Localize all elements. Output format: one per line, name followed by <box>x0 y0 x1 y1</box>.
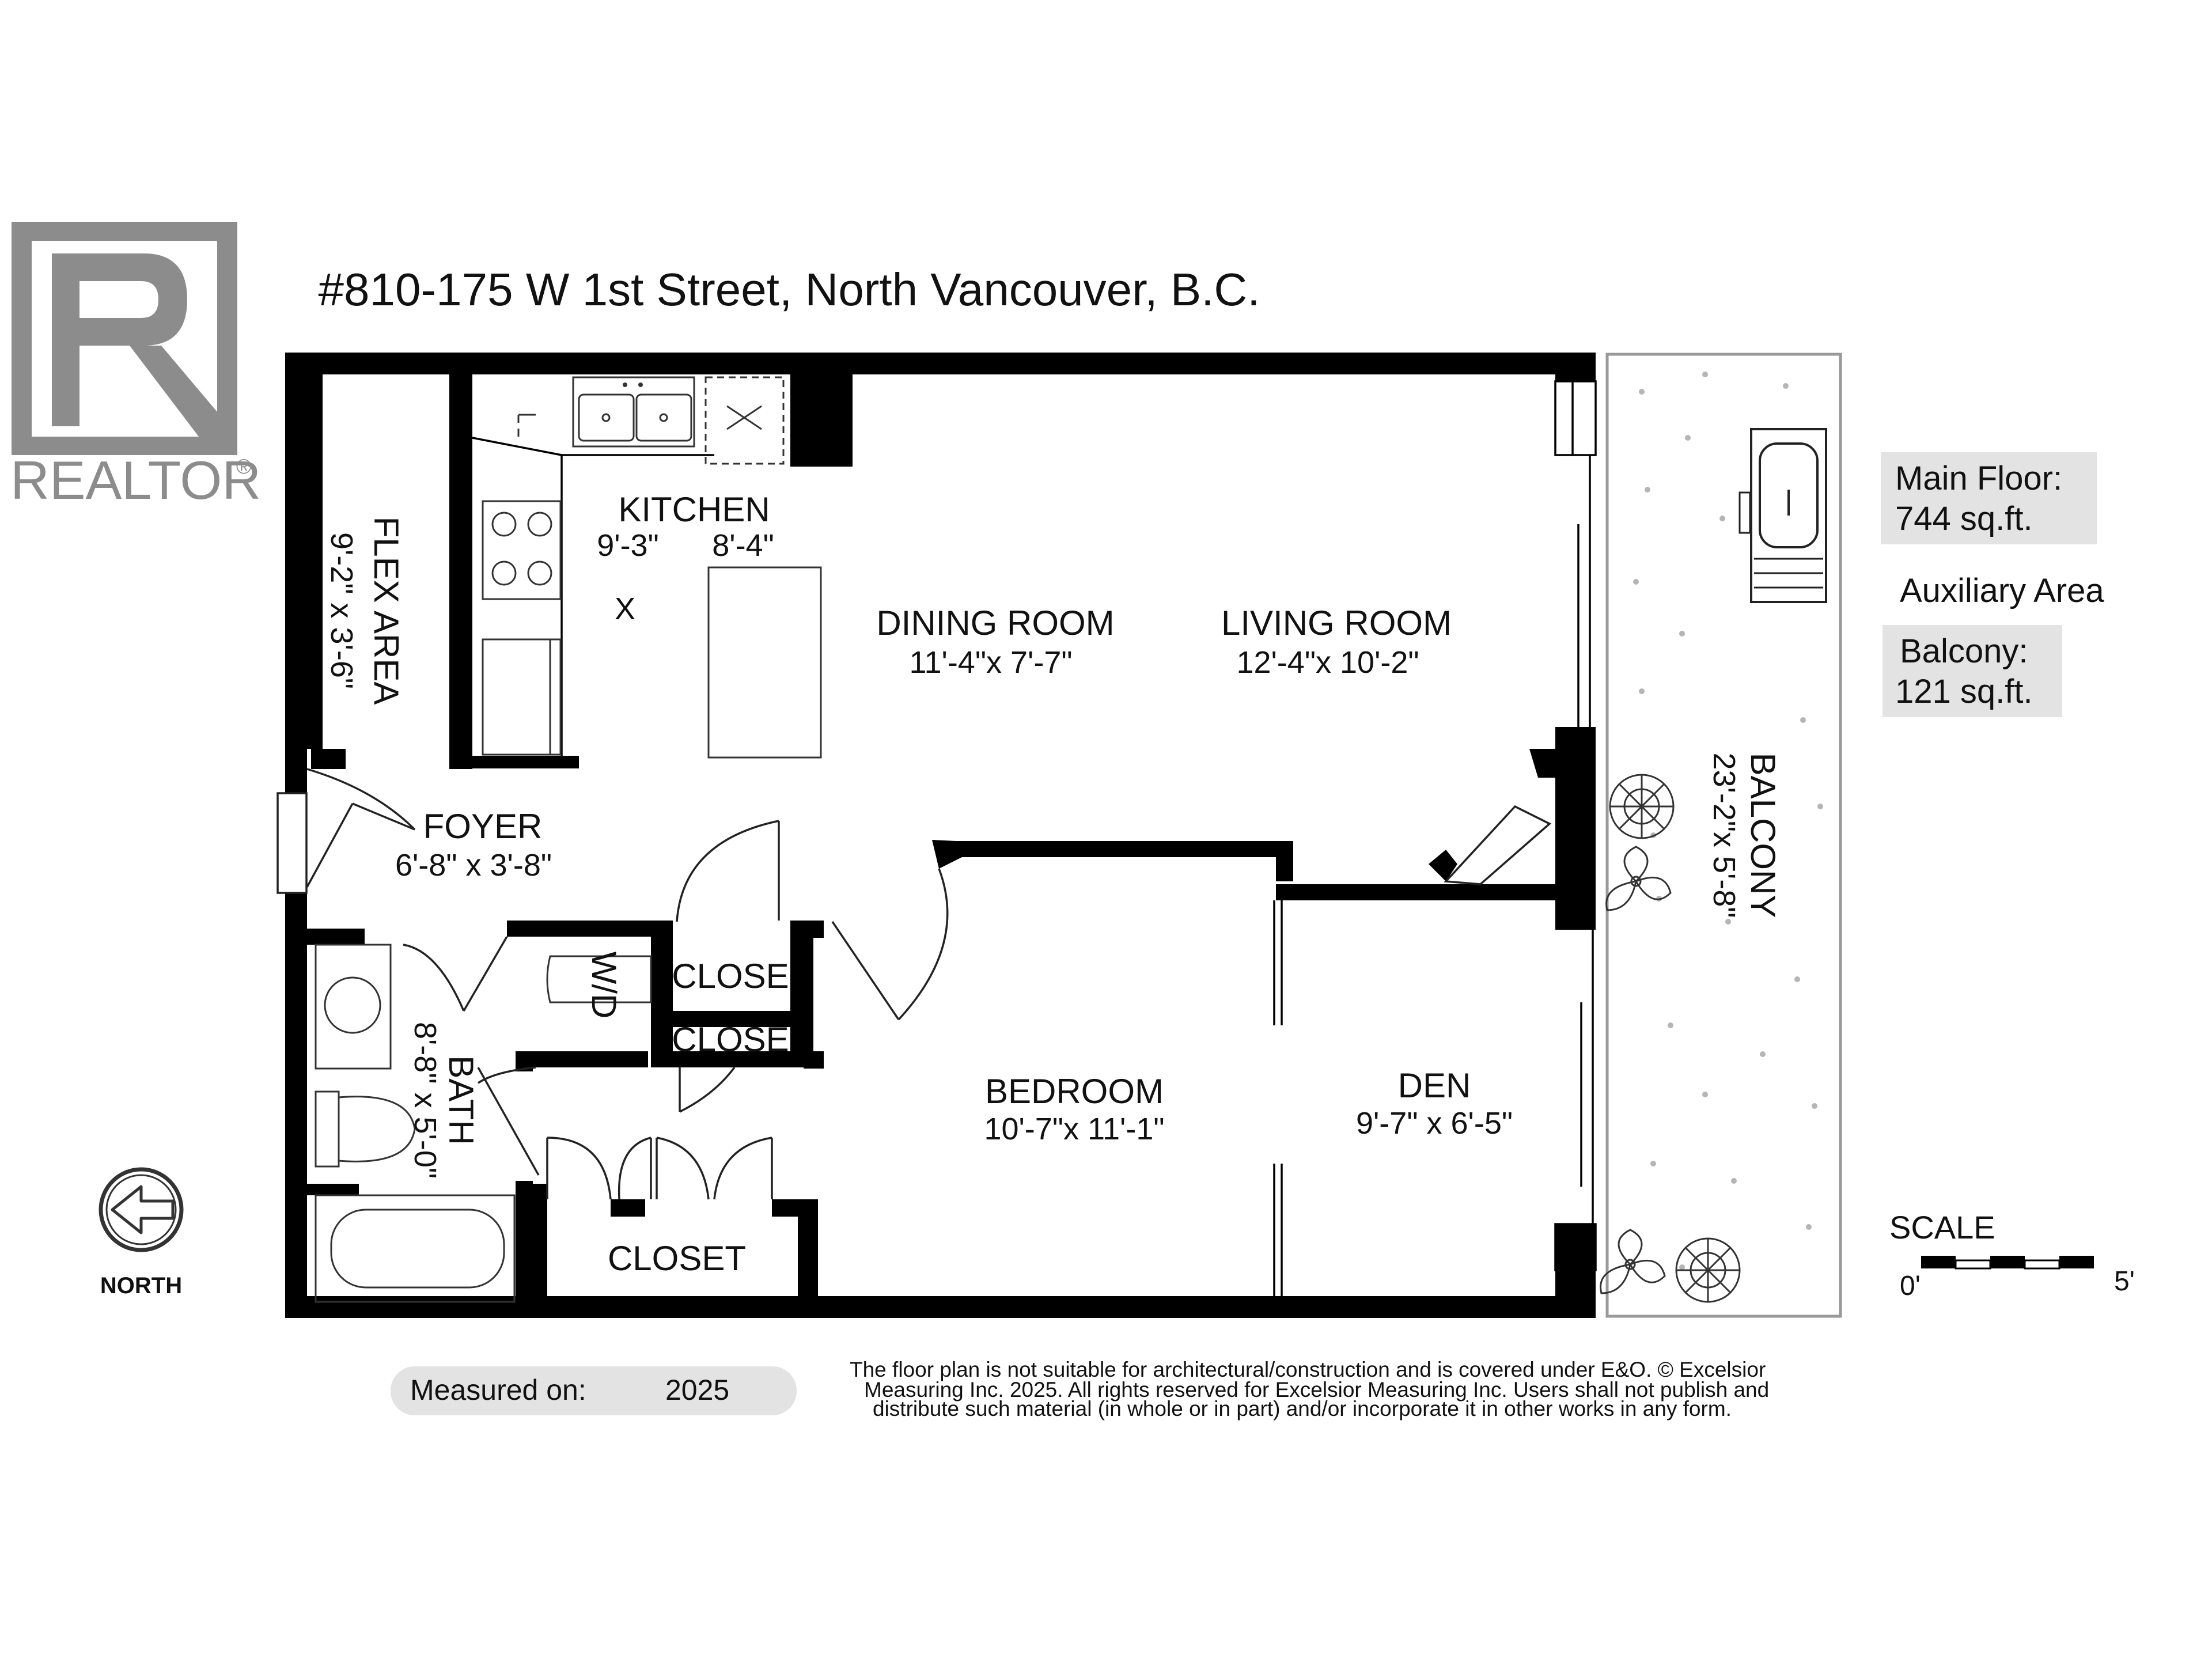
toilet-icon <box>315 1090 416 1168</box>
disclaimer-line-3: distribute such material (in whole or in… <box>873 1397 1732 1421</box>
balcony-area-label: Balcony: <box>1900 632 2028 670</box>
bath-dims: 8'-8" x 5'-0" <box>408 1022 442 1179</box>
scale-end: 5' <box>2114 1266 2135 1297</box>
realtor-wordmark: REALTOR <box>10 450 261 510</box>
measured-on-badge: Measured on: 2025 <box>391 1366 797 1415</box>
walls <box>285 353 1596 1318</box>
main-floor-label: Main Floor: <box>1895 460 2062 497</box>
scale-bar: SCALE 0' 5' <box>1889 1209 2135 1301</box>
auxiliary-area-label: Auxiliary Area <box>1900 572 2104 609</box>
kitchen-marker: X <box>615 592 635 626</box>
close-1-label: CLOSE <box>672 957 789 995</box>
kitchen-label: KITCHEN <box>618 490 770 529</box>
washer-dryer-icon <box>546 955 652 1003</box>
disclaimer-line-1: The floor plan is not suitable for archi… <box>850 1358 1766 1381</box>
living-room-label: LIVING ROOM <box>1221 604 1452 642</box>
kitchen-fixtures <box>482 376 822 759</box>
scale-label: SCALE <box>1889 1209 1995 1245</box>
main-floor-value: 744 sq.ft. <box>1895 500 2033 537</box>
wd-label: W/D <box>585 952 623 1019</box>
balcony-label: BALCONY <box>1744 753 1782 918</box>
balcony-dims: 23'-2"x 5'-8" <box>1707 752 1741 918</box>
refrigerator-icon <box>482 638 562 756</box>
arrow-left-circle-icon <box>99 1167 184 1252</box>
kitchen-dim-a: 9'-3" <box>597 528 659 563</box>
measured-year: 2025 <box>665 1374 729 1406</box>
entry-door <box>276 768 416 894</box>
dishwasher-icon <box>704 376 785 465</box>
scale-start: 0' <box>1900 1271 1921 1301</box>
balcony-area-value: 121 sq.ft. <box>1895 673 2033 710</box>
plant-icon <box>1675 1237 1741 1303</box>
room-labels: FLEX AREA 9'-2" x 3'-6" KITCHEN 9'-3" 8'… <box>324 490 1782 1278</box>
area-info: Main Floor: 744 sq.ft. Auxiliary Area Ba… <box>1881 452 2104 717</box>
bath-label: BATH <box>442 1055 480 1145</box>
plant-icon <box>1600 1229 1666 1294</box>
north-label: NORTH <box>100 1273 182 1298</box>
balcony-area <box>1600 353 1842 1318</box>
plant-icon <box>1609 774 1675 839</box>
lounge-chair-icon <box>1738 428 1827 603</box>
kitchen-island <box>707 566 822 759</box>
disclaimer: The floor plan is not suitable for archi… <box>850 1358 1769 1421</box>
doors <box>276 768 1552 1200</box>
foyer-label: FOYER <box>423 807 543 846</box>
realtor-logo: REALTOR ® <box>10 222 261 510</box>
balcony-area-box <box>1883 625 2062 717</box>
flex-area-dims: 9'-2" x 3'-6" <box>324 532 359 689</box>
disclaimer-line-2: Measuring Inc. 2025. All rights reserved… <box>864 1378 1769 1402</box>
bedroom-dims: 10'-7"x 11'-1" <box>984 1112 1164 1146</box>
measured-label: Measured on: <box>410 1374 586 1406</box>
dining-room-label: DINING ROOM <box>876 604 1114 642</box>
stove-icon <box>482 500 562 600</box>
address-title: #810-175 W 1st Street, North Vancouver, … <box>319 264 1260 315</box>
kitchen-dim-b: 8'-4" <box>712 528 774 563</box>
plant-icon <box>1605 846 1672 911</box>
closet-label: CLOSET <box>608 1239 746 1278</box>
flex-area-label: FLEX AREA <box>367 517 406 705</box>
thin-walls <box>472 380 1597 1296</box>
dining-room-dims: 11'-4"x 7'-7" <box>909 645 1072 680</box>
realtor-registered-mark: ® <box>236 454 252 478</box>
close-2-label: CLOSE <box>672 1020 789 1059</box>
main-floor-box <box>1881 452 2097 544</box>
bathtub-icon <box>315 1194 516 1303</box>
bathroom-sink-icon <box>315 944 392 1070</box>
living-room-dims: 12'-4"x 10'-2" <box>1236 645 1419 680</box>
sink-icon <box>572 376 695 448</box>
den-dims: 9'-7" x 6'-5" <box>1356 1106 1513 1141</box>
den-label: DEN <box>1398 1066 1471 1105</box>
foyer-dims: 6'-8" x 3'-8" <box>395 848 552 882</box>
bedroom-label: BEDROOM <box>985 1072 1164 1111</box>
north-compass: NORTH <box>99 1167 184 1298</box>
bath-fixtures <box>315 944 652 1303</box>
